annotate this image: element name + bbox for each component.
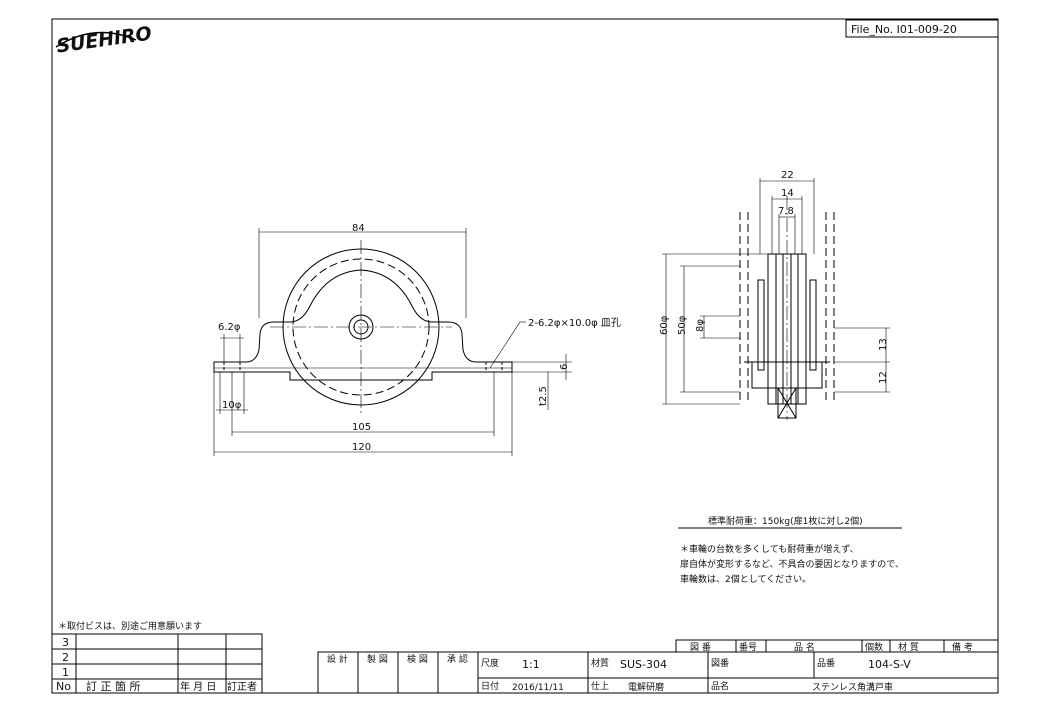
rev-header-desc: 訂 正 箇 所 bbox=[86, 679, 141, 693]
dim-hole-dia: 6.2φ bbox=[218, 322, 241, 333]
revision-table bbox=[51, 633, 263, 694]
sign-design: 設 計 bbox=[327, 653, 348, 665]
note-line-3: 車輪数は、2個としてください。 bbox=[680, 573, 811, 585]
dim-7-8: 7.8 bbox=[778, 206, 794, 217]
dim-6: 6 bbox=[559, 364, 570, 370]
rev-header-by: 訂正者 bbox=[227, 680, 257, 693]
dim-t2-5: t2.5 bbox=[538, 386, 549, 406]
dim-8: 8φ bbox=[695, 319, 706, 332]
note-line-2: 扉自体が変形するなど、不具合の要因となりますので、 bbox=[680, 558, 904, 570]
dim-84: 84 bbox=[352, 223, 365, 234]
bracket-outline bbox=[213, 269, 513, 381]
suehiro-logo: SUEHIRO bbox=[55, 22, 153, 57]
finish-label: 仕上 bbox=[591, 680, 609, 692]
drawing-frame bbox=[51, 18, 999, 694]
material-value: SUS-304 bbox=[620, 658, 667, 671]
file-no-box bbox=[845, 19, 999, 38]
parts-header-drawing: 図 番 bbox=[690, 641, 711, 653]
product-no-label: 品番 bbox=[817, 657, 835, 669]
rev-header-date: 年 月 日 bbox=[180, 680, 216, 693]
product-no-value: 104-S-V bbox=[868, 658, 911, 671]
screw-note: ＊取付ビスは、別途ご用意願います bbox=[58, 620, 202, 632]
file-no: File_No. I01-009-20 bbox=[851, 23, 957, 36]
dim-counterbore: 10φ bbox=[222, 400, 242, 411]
parts-header-remarks: 備 考 bbox=[952, 641, 973, 653]
dim-14: 14 bbox=[781, 188, 794, 199]
parts-header-no: 番号 bbox=[739, 641, 757, 653]
dim-60: 60φ bbox=[659, 315, 670, 335]
dim-50: 50φ bbox=[677, 315, 688, 335]
title-block bbox=[317, 639, 999, 694]
material-label: 材質 bbox=[591, 657, 609, 669]
dim-12: 12 bbox=[878, 371, 889, 384]
parts-header-material: 材 質 bbox=[898, 641, 919, 653]
note-line-1: ＊車輪の台数を多くしても耐荷重が増えず、 bbox=[680, 543, 859, 555]
parts-header-qty: 個数 bbox=[865, 641, 883, 653]
sign-approve: 承 認 bbox=[447, 653, 468, 665]
scale-value: 1:1 bbox=[522, 658, 540, 671]
side-view bbox=[662, 178, 890, 420]
rev-row-1: 1 bbox=[62, 666, 69, 679]
dim-13: 13 bbox=[878, 338, 889, 351]
finish-value: 電解研磨 bbox=[628, 681, 664, 693]
dim-22: 22 bbox=[781, 170, 794, 181]
date-value: 2016/11/11 bbox=[512, 683, 564, 693]
rev-row-2: 2 bbox=[62, 651, 69, 664]
rev-header-no: No bbox=[56, 680, 71, 693]
parts-header-name: 品 名 bbox=[794, 641, 815, 653]
front-view bbox=[213, 228, 572, 456]
dim-105: 105 bbox=[352, 422, 371, 433]
sign-drafting: 製 図 bbox=[367, 653, 388, 665]
rev-row-3: 3 bbox=[62, 636, 69, 649]
product-name-value: ステンレス角溝戸車 bbox=[812, 681, 893, 693]
dim-120: 120 bbox=[352, 442, 371, 453]
scale-label: 尺度 bbox=[481, 657, 499, 669]
load-rating: 標準耐荷重：150kg(扉1枚に対し2個) bbox=[708, 515, 863, 527]
date-label: 日付 bbox=[481, 681, 499, 692]
hole-note: 2-6.2φ×10.0φ 皿孔 bbox=[528, 317, 621, 329]
product-name-label: 品名 bbox=[711, 680, 729, 692]
sign-check: 検 図 bbox=[407, 653, 428, 665]
drawing-no-label: 図番 bbox=[711, 657, 729, 669]
